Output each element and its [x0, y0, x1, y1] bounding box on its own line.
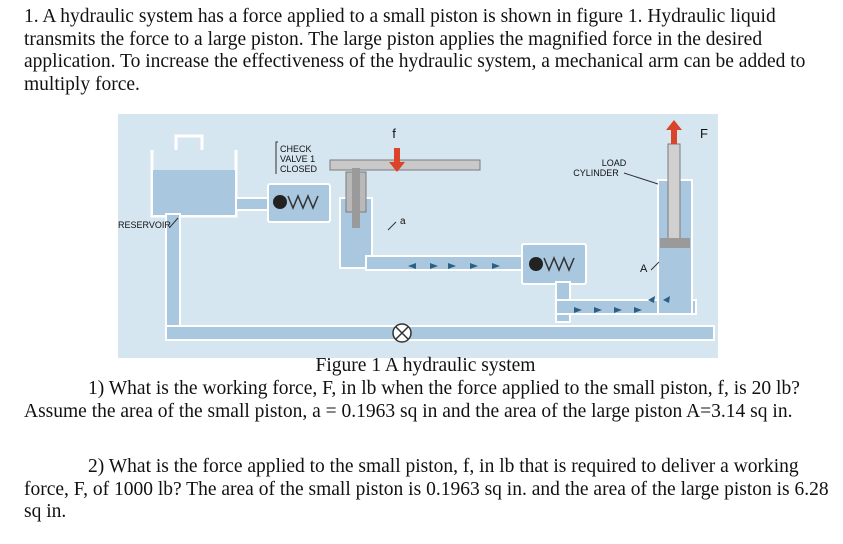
label-load-line1: LOAD [602, 158, 627, 168]
check-valve-2 [529, 256, 575, 272]
label-A: A [640, 263, 648, 275]
label-check-valve-line2: VALVE 1 [280, 154, 315, 164]
diagram-background [118, 114, 718, 358]
flow-arrows [408, 263, 670, 313]
question-1: 1) What is the working force, F, in lb w… [24, 378, 829, 423]
hydraulic-diagram: f F CHECK VALVE 1 CLOSED LOAD CYLINDER R… [118, 114, 718, 358]
problem-intro: 1. A hydraulic system has a force applie… [24, 6, 824, 96]
question-2: 2) What is the force applied to the smal… [24, 456, 829, 524]
shutoff-valve [392, 323, 412, 343]
figure-caption: Figure 1 A hydraulic system [315, 355, 536, 376]
label-reservoir: RESERVOIR [118, 220, 171, 230]
label-check-valve-line3: CLOSED [280, 164, 318, 174]
force-arrow-f [389, 148, 405, 172]
question-1-text: 1) What is the working force, F, in lb w… [24, 378, 800, 422]
check-valve-1 [273, 194, 319, 210]
label-F: F [700, 126, 708, 141]
reservoir-tank [150, 134, 238, 218]
hydraulic-system-figure: f F CHECK VALVE 1 CLOSED LOAD CYLINDER R… [118, 114, 718, 358]
label-load-line2: CYLINDER [573, 168, 619, 178]
pump-lever [329, 159, 481, 228]
label-a: a [400, 216, 406, 227]
force-arrow-F [666, 120, 682, 144]
intro-text: 1. A hydraulic system has a force applie… [24, 6, 806, 95]
label-f: f [392, 126, 396, 141]
label-check-valve-line1: CHECK [280, 144, 312, 154]
question-2-text: 2) What is the force applied to the smal… [24, 456, 829, 522]
